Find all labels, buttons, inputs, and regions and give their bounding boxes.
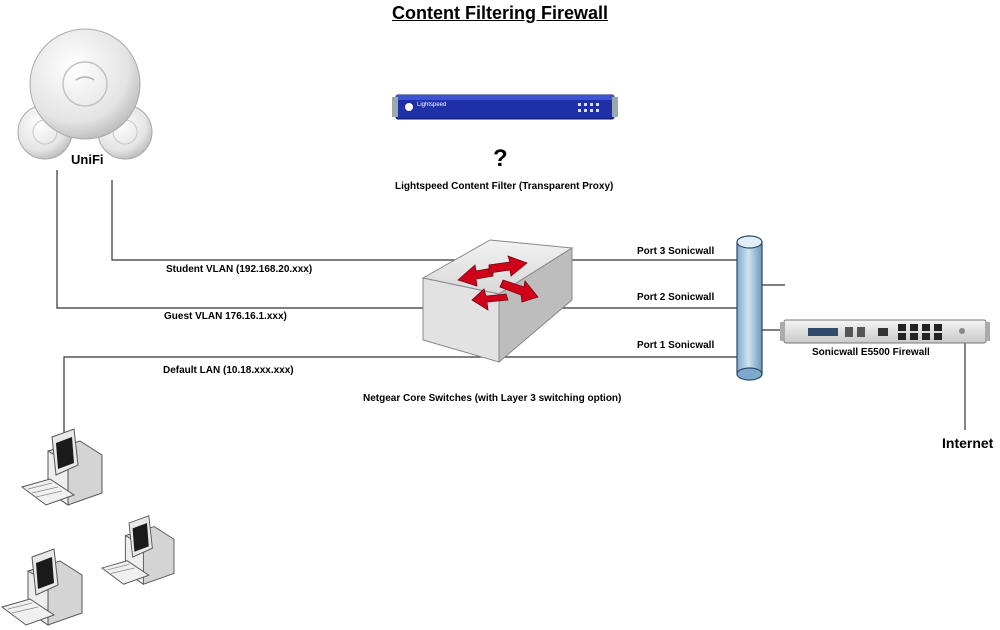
- workstation-icon: [101, 515, 175, 586]
- unifi-access-point-icon: [17, 28, 153, 160]
- lightspeed-brand-label: Lightspeed: [417, 102, 446, 108]
- core-switch-icon: [421, 239, 574, 364]
- guest-vlan-label: Guest VLAN 176.16.1.xxx): [164, 311, 287, 322]
- lightspeed-label: Lightspeed Content Filter (Transparent P…: [395, 181, 614, 192]
- diagram-title: Content Filtering Firewall: [391, 3, 608, 23]
- port2-label: Port 2 Sonicwall: [637, 292, 715, 303]
- core-switch-label: Netgear Core Switches (with Layer 3 swit…: [363, 393, 622, 404]
- sonicwall-firewall-appliance-icon: [780, 319, 990, 344]
- lightspeed-unknown-mark: ?: [493, 145, 508, 172]
- port1-label: Port 1 Sonicwall: [637, 340, 715, 351]
- workstation-icon: [0, 548, 83, 626]
- default-lan-link: [63, 356, 740, 440]
- port3-label: Port 3 Sonicwall: [637, 246, 715, 257]
- internet-label: Internet: [942, 435, 994, 451]
- default-lan-label: Default LAN (10.18.xxx.xxx): [163, 365, 294, 376]
- firewall-label: Sonicwall E5500 Firewall: [812, 347, 930, 358]
- workstation-icon: [20, 428, 103, 506]
- lightspeed-proxy-appliance-icon: [392, 94, 618, 120]
- student-vlan-label: Student VLAN (192.168.20.xxx): [166, 264, 313, 275]
- unifi-label: UniFi: [71, 152, 104, 167]
- network-bus-cylinder-icon: [736, 235, 763, 381]
